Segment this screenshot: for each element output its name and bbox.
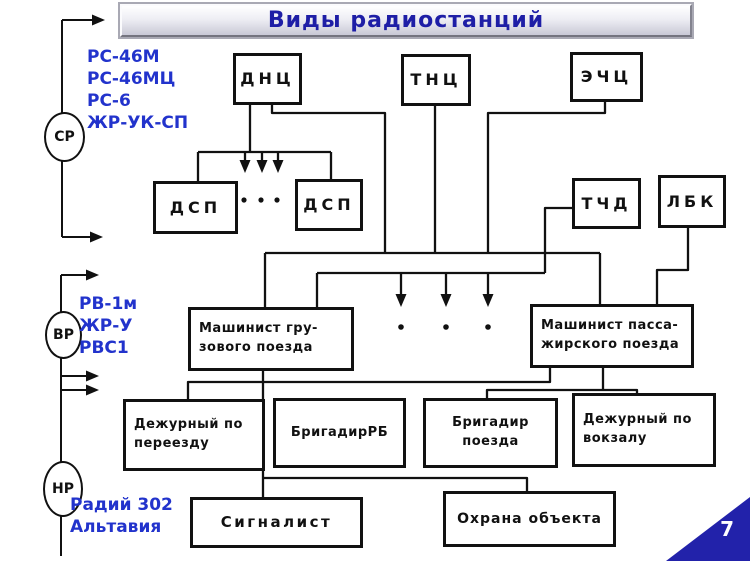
box-signalman-label: Сигналист bbox=[220, 512, 333, 531]
box-dsp-right-label: ДСП bbox=[303, 195, 355, 215]
box-dsp-left-label: ДСП bbox=[169, 197, 222, 217]
model-list-vr: РВ-1м ЖР-У РВС1 bbox=[79, 293, 137, 359]
box-station-attendant-line2: вокзалу bbox=[583, 431, 647, 446]
box-station-attendant-line1: Дежурный по bbox=[583, 412, 692, 428]
box-crossing-attendant: Дежурный по переезду bbox=[123, 399, 265, 471]
box-driver-passenger: Машинист пасса- жирского поезда bbox=[530, 304, 694, 368]
box-driver-passenger-line2: жирского поезда bbox=[541, 337, 680, 352]
page-number: 7 bbox=[720, 517, 734, 541]
model-item: ЖР-У bbox=[79, 316, 133, 336]
model-item: РС-46МЦ bbox=[87, 69, 176, 89]
box-tnc-label: ТНЦ bbox=[410, 70, 462, 90]
box-crossing-attendant-line1: Дежурный по bbox=[134, 417, 243, 433]
box-tchd: ТЧД bbox=[572, 178, 641, 229]
box-tchd-label: ТЧД bbox=[581, 193, 632, 213]
slide-title: Виды радиостанций bbox=[267, 8, 545, 33]
model-list-sr: РС-46М РС-46МЦ РС-6 ЖР-УК-СП bbox=[87, 46, 188, 134]
model-item: Альтавия bbox=[70, 517, 162, 537]
box-crossing-attendant-line2: переезду bbox=[134, 436, 210, 451]
box-dsp-right: ДСП bbox=[295, 179, 363, 231]
box-signalman: Сигналист bbox=[190, 497, 363, 548]
badge-sr-label: СР bbox=[54, 129, 75, 145]
model-item: РВС1 bbox=[79, 338, 129, 358]
box-driver-freight-line2: зового поезда bbox=[199, 340, 313, 355]
dsp-ellipsis-arrows bbox=[239, 153, 284, 173]
box-tnc: ТНЦ bbox=[401, 54, 471, 106]
box-train-foreman-line1: Бригадир bbox=[452, 415, 529, 431]
box-train-foreman-line2: поезда bbox=[462, 434, 519, 449]
box-echc: ЭЧЦ bbox=[570, 52, 643, 102]
box-dnc: ДНЦ bbox=[233, 53, 302, 105]
box-driver-freight: Машинист гру- зового поезда bbox=[188, 307, 354, 371]
box-lbk-label: ЛБК bbox=[666, 191, 718, 211]
box-lbk: ЛБК bbox=[658, 175, 726, 228]
model-item: РВ-1м bbox=[79, 294, 138, 314]
box-driver-passenger-line1: Машинист пасса- bbox=[541, 318, 679, 334]
box-facility-guard-label: Охрана объекта bbox=[457, 510, 602, 527]
badge-sr: СР bbox=[44, 112, 85, 162]
model-item: Радий 302 bbox=[70, 495, 173, 515]
badge-nr: НР bbox=[43, 461, 83, 517]
model-list-nr: Радий 302 Альтавия bbox=[70, 494, 173, 538]
box-train-foreman: Бригадир поезда bbox=[423, 398, 558, 468]
box-driver-freight-line1: Машинист гру- bbox=[199, 321, 318, 337]
badge-vr-label: ВР bbox=[53, 327, 74, 343]
box-station-attendant: Дежурный по вокзалу bbox=[572, 393, 716, 467]
box-brigade-rb: БригадирРБ bbox=[273, 398, 406, 468]
driver-ellipsis-dots bbox=[398, 324, 491, 330]
badge-vr: ВР bbox=[45, 311, 82, 359]
box-dsp-left: ДСП bbox=[153, 181, 238, 234]
model-item: ЖР-УК-СП bbox=[87, 113, 189, 133]
box-dnc-label: ДНЦ bbox=[240, 69, 295, 89]
box-echc-label: ЭЧЦ bbox=[580, 67, 633, 87]
diagram-connectors bbox=[186, 96, 690, 497]
dsp-ellipsis-dots bbox=[241, 197, 280, 203]
badge-nr-label: НР bbox=[52, 481, 74, 497]
model-item: РС-46М bbox=[87, 47, 160, 67]
model-item: РС-6 bbox=[87, 91, 131, 111]
box-facility-guard: Охрана объекта bbox=[443, 491, 616, 547]
driver-ellipsis-arrows bbox=[395, 273, 494, 307]
slide-title-bar: Виды радиостанций bbox=[120, 4, 692, 37]
box-brigade-rb-label: БригадирРБ bbox=[290, 424, 389, 440]
